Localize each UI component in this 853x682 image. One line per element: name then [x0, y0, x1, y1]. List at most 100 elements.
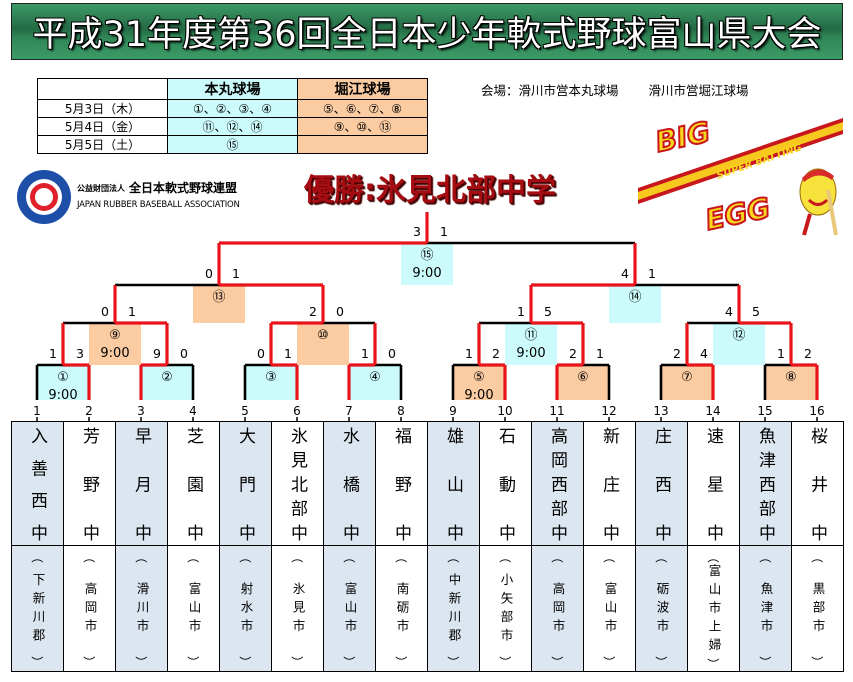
paren-open: （ [186, 550, 201, 564]
team-column: 石動中（小矢部市） [480, 422, 532, 671]
score-right: 5 [544, 304, 552, 319]
match-box [609, 285, 661, 323]
team-column: 魚津西部中（魚津市） [740, 422, 792, 671]
match-number: ⑬ [212, 290, 225, 305]
team-location: 富山市 [342, 581, 358, 638]
paren-close: ） [342, 655, 357, 669]
paren-close: ） [654, 655, 669, 669]
team-location-cell: （ 黒部市 ） [792, 546, 843, 671]
team-column: 大門中（射水市） [220, 422, 272, 671]
paren-close: ） [82, 655, 97, 669]
score-left: 2 [309, 304, 317, 319]
association-english-name: JAPAN RUBBER BASEBALL ASSOCIATION [77, 200, 240, 210]
team-name-cell: 魚津西部中 [740, 422, 791, 546]
team-location: 高岡市 [550, 581, 566, 638]
team-location: 射水市 [238, 581, 254, 638]
score-left: 0 [101, 304, 109, 319]
team-location-cell: （滑川市） [116, 546, 167, 671]
team-location-cell: （下新川郡） [12, 546, 63, 671]
paren-close: ） [602, 655, 617, 669]
match-box [193, 285, 245, 323]
match-number: ① [57, 370, 69, 385]
team-location-cell: （氷見市） [272, 546, 323, 671]
score-right: 0 [388, 346, 396, 361]
score-left: 2 [673, 346, 681, 361]
score-left: 1 [361, 346, 369, 361]
schedule-header-horie: 堀江球場 [297, 78, 428, 100]
match-number: ⑨ [109, 328, 121, 343]
team-seed-number: 10 [497, 404, 512, 418]
paren-close: ） [810, 655, 825, 669]
match-number: ③ [265, 370, 277, 385]
team-seed-number: 7 [345, 404, 353, 418]
paren-close: ） [394, 655, 409, 669]
score-left: 4 [621, 266, 629, 281]
team-location: 下新川郡 [30, 572, 46, 647]
team-name: 早月中 [131, 427, 151, 541]
paren-open: （ [706, 550, 721, 564]
team-name: 芝園中 [183, 427, 203, 541]
score-left: 0 [257, 346, 265, 361]
team-name-cell: 芳野中 [64, 422, 115, 546]
match-number: ④ [369, 370, 381, 385]
match-time: 9:00 [48, 388, 77, 403]
paren-close: ） [290, 655, 305, 669]
team-name-cell: 氷見北部中 [272, 422, 323, 546]
match-number: ⑭ [628, 290, 641, 305]
paren-open: （ [654, 550, 669, 564]
paren-close: ） [238, 655, 253, 669]
team-name-cell: 早月中 [116, 422, 167, 546]
score-right: 5 [752, 304, 760, 319]
team-seed-number: 2 [85, 404, 93, 418]
venue-horie: 滑川市営堀江球場 [648, 83, 749, 98]
paren-open: （ [290, 550, 305, 564]
team-seed-number: 9 [449, 404, 457, 418]
team-column: 水橋中（富山市） [324, 422, 376, 671]
association-prefix: 公益財団法人 [77, 184, 125, 193]
team-name-cell: 高岡西部中 [532, 422, 583, 546]
score-left: 3 [413, 224, 421, 239]
team-location: 砺波市 [654, 581, 670, 638]
match-time: 9:00 [412, 266, 441, 281]
team-name: 入善西中 [27, 427, 47, 541]
schedule-date: 5月5日（土） [37, 135, 168, 154]
paren-open: （ [810, 550, 825, 564]
match-number: ⑩ [317, 328, 329, 343]
match-box [505, 323, 557, 365]
team-location: 南砺市 [394, 581, 410, 638]
match-time: 9:00 [516, 346, 545, 361]
team-location-cell: （魚津市） [740, 546, 791, 671]
schedule-row: 5月4日（金） ⑪、⑫、⑭ ⑨、⑩、⑬ [37, 117, 428, 136]
team-name: 速星中 [703, 427, 723, 541]
team-location: 中新川郡 [446, 572, 462, 647]
match-number: ⑦ [681, 370, 693, 385]
score-right: 1 [284, 346, 292, 361]
score-left: 0 [205, 266, 213, 281]
match-number: ⑮ [420, 248, 433, 263]
paren-close: ） [550, 655, 565, 669]
team-name-cell: 大門中 [220, 422, 271, 546]
team-name: 福野中 [391, 427, 411, 541]
team-location: 富山市 [602, 581, 618, 638]
title-banner: 平成31年度第36回全日本少年軟式野球富山県大会 [11, 3, 843, 60]
team-column: 氷見北部中（氷見市） [272, 422, 324, 671]
big-egg-sponsor-logo: BIG SUPER BATTING EGG [638, 114, 843, 238]
match-number: ⑥ [577, 370, 589, 385]
team-location: 富山市上婦 [706, 564, 722, 657]
paren-close: ） [30, 655, 45, 669]
team-location-cell: （ 砺波市 ） [636, 546, 687, 671]
team-name-cell: 水橋中 [324, 422, 375, 546]
team-name: 新庄中 [599, 427, 619, 541]
team-column: 桜井中（黒部市） [792, 422, 844, 671]
schedule-row: 5月5日（土） ⑮ [37, 135, 428, 154]
score-left: 2 [569, 346, 577, 361]
match-box [765, 365, 817, 400]
team-location-cell: （富山市） [324, 546, 375, 671]
team-name: 水橋中 [339, 427, 359, 541]
team-location: 黒部市 [810, 581, 826, 638]
champion-title: 優勝:氷見北部中学 [304, 173, 556, 208]
paren-close: ） [498, 655, 513, 669]
team-name-cell: 入善西中 [12, 422, 63, 546]
score-right: 1 [648, 266, 656, 281]
paren-open: （ [550, 550, 565, 564]
